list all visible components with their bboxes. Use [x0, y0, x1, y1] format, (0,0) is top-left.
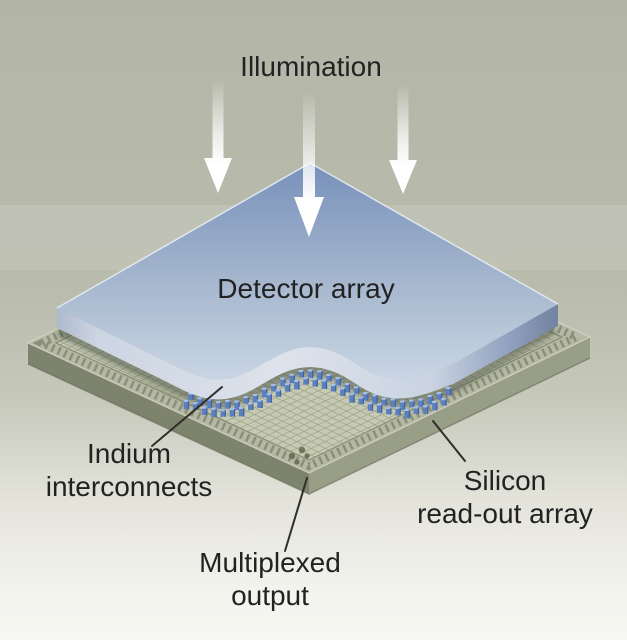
indium-bump	[220, 409, 226, 417]
indium-bump	[257, 399, 263, 408]
indium-bump	[445, 386, 452, 396]
indium-bump	[358, 396, 364, 405]
indium-bump	[321, 379, 328, 389]
indium-bump	[252, 394, 259, 403]
indium-bump	[413, 406, 420, 414]
board-bottom-edge	[27, 357, 591, 495]
detector-array-label: Detector array	[217, 273, 394, 304]
indium-bump	[280, 377, 286, 387]
indium-bump	[303, 377, 309, 385]
silicon-label-line2: read-out array	[417, 498, 593, 529]
indium-bump	[427, 394, 433, 405]
indium-label-line2: interconnects	[46, 471, 213, 502]
indium-bump	[330, 384, 337, 392]
indium-bump	[211, 407, 217, 418]
indium-bump	[229, 408, 236, 417]
indium-bump	[326, 373, 332, 382]
multiplexed-label-line1: Multiplexed	[199, 547, 341, 578]
indium-bump	[381, 397, 387, 406]
indium-bump	[363, 392, 369, 401]
silicon-leader-line	[432, 420, 466, 462]
indium-bump	[376, 403, 383, 413]
indium-bump	[353, 386, 360, 394]
indium-bump	[225, 400, 231, 409]
indium-bump	[367, 402, 374, 411]
indium-bump	[372, 394, 378, 404]
illumination-arrows	[204, 78, 417, 237]
indium-bump	[390, 398, 397, 407]
indium-bump	[197, 397, 203, 406]
indium-bump	[271, 383, 277, 392]
illumination-label: Illumination	[240, 51, 382, 82]
indium-bump	[234, 400, 240, 410]
silicon-label-line1: Silicon	[464, 465, 546, 496]
indium-bump	[248, 402, 254, 410]
indium-bump	[215, 401, 222, 409]
indium-bump	[238, 406, 245, 417]
leader-lines	[151, 386, 466, 552]
indium-bump	[418, 398, 424, 407]
illumination-arrow-right	[389, 84, 417, 194]
indium-bump	[312, 378, 318, 387]
indium-bump	[289, 373, 295, 384]
indium-bump	[404, 408, 410, 419]
indium-bump	[432, 400, 438, 411]
indium-bump	[266, 393, 272, 403]
indium-bump	[340, 387, 346, 396]
indium-bump	[261, 387, 268, 398]
indium-bump	[298, 369, 305, 378]
labels: Illumination Detector array Indium inter…	[46, 51, 593, 611]
indium-bump	[206, 398, 213, 408]
indium-bump	[243, 396, 249, 404]
multiplexed-label-line2: output	[231, 580, 309, 611]
indium-bump	[294, 379, 300, 390]
indium-bump	[349, 393, 355, 403]
indium-bump	[436, 392, 443, 400]
indium-bump	[395, 406, 401, 416]
multiplexed-output-pads	[288, 446, 310, 465]
illumination-arrow-left	[204, 78, 232, 193]
indium-bump	[202, 406, 208, 415]
indium-bump	[344, 382, 351, 393]
indium-bump	[284, 383, 291, 392]
indium-bump	[422, 405, 429, 414]
indium-bump	[335, 377, 341, 386]
detector-front-face	[57, 304, 558, 400]
indium-bump	[399, 400, 406, 410]
board-side-left	[28, 343, 309, 494]
indium-interconnects	[183, 369, 452, 419]
indium-bump	[317, 370, 323, 380]
board-side-right	[309, 337, 590, 494]
indium-bump	[386, 406, 392, 415]
indium-bump	[183, 399, 190, 410]
indium-bump	[409, 399, 415, 408]
indium-bump	[441, 398, 447, 406]
indium-bump	[307, 369, 314, 378]
indium-leader-line	[151, 386, 223, 447]
indium-bump	[275, 389, 282, 397]
illumination-arrow-middle	[294, 92, 324, 237]
detector-top-surface	[57, 163, 558, 380]
indium-label-line1: Indium	[87, 438, 171, 469]
multiplexed-leader-line	[284, 477, 308, 552]
